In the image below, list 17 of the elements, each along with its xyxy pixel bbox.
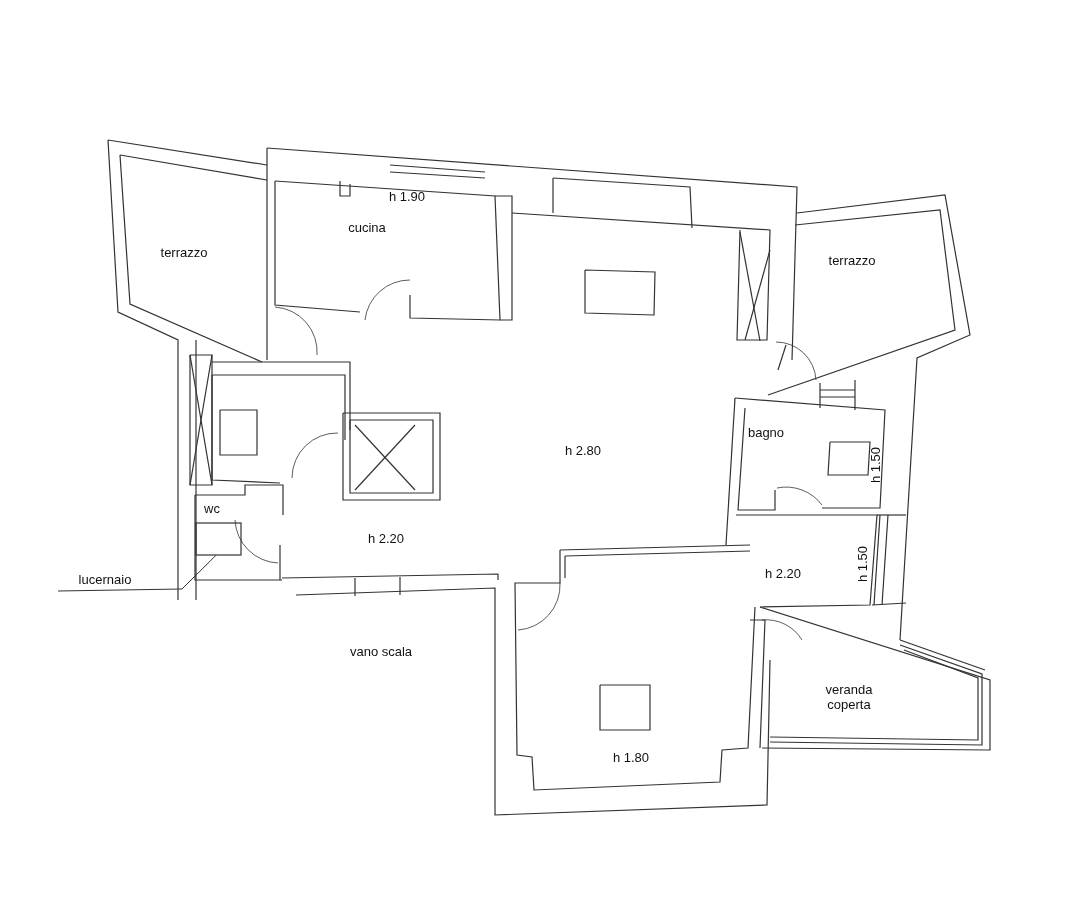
height-label: h 2.20 [367, 530, 405, 546]
room-label: wc [204, 500, 220, 516]
height-label: h 1.50 [854, 545, 870, 583]
room-label: terrazzo [160, 244, 208, 260]
room-label: bagno [747, 424, 785, 440]
room-label: terrazzo [828, 252, 876, 268]
height-label: h 1.90 [388, 188, 426, 204]
callout-label: lucernaio [78, 571, 132, 587]
room-label: cucina [348, 219, 386, 235]
height-label: h 1.80 [612, 749, 650, 765]
room-label: vano scala [349, 643, 413, 659]
height-label: h 1.50 [867, 446, 883, 484]
height-label: h 2.20 [764, 565, 802, 581]
height-label: h 2.80 [564, 442, 602, 458]
leader-line [57, 554, 217, 592]
room-label: veranda coperta [824, 682, 874, 712]
skylight-outline [195, 522, 242, 556]
